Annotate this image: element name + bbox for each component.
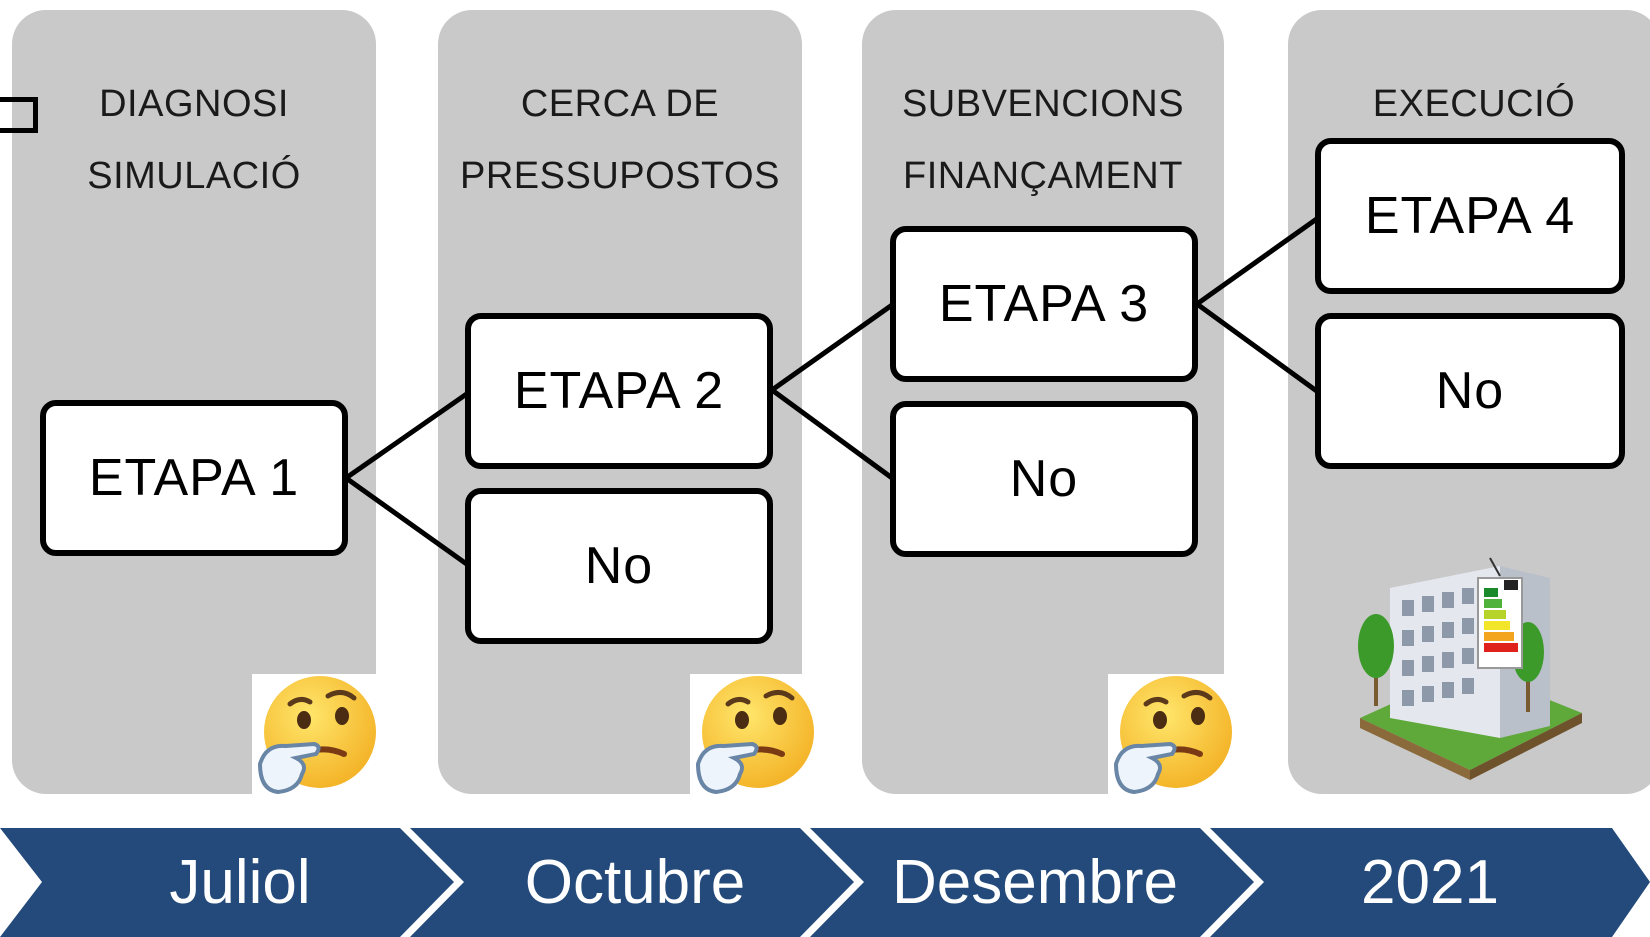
stage-box-etapa-4: ETAPA 4: [1315, 138, 1625, 294]
connector-1-no: [344, 475, 470, 568]
column-title-diagnosi: DIAGNOSI SIMULACIÓ: [87, 83, 301, 197]
thinking-face-icon: [1108, 674, 1236, 796]
energy-efficient-building-icon: [1350, 548, 1590, 788]
thinking-face-icon: [690, 674, 818, 796]
left-edge-connector: [0, 97, 38, 133]
connector-3-no: [1195, 301, 1320, 395]
connector-3-4: [1195, 215, 1320, 307]
column-title-execucio: EXECUCIÓ: [1372, 83, 1576, 125]
timeline-label-desembre: Desembre: [892, 848, 1178, 917]
stage-box-etapa-3: ETAPA 3: [890, 226, 1198, 382]
timeline-chevron-octubre: [410, 828, 854, 937]
stage-box-etapa-2: ETAPA 2: [465, 313, 773, 469]
connector-1-2: [344, 390, 470, 481]
column-title-subvencions: SUBVENCIONS FINANÇAMENT: [901, 83, 1185, 197]
column-title-pressupostos: CERCA DE PRESSUPOSTOS: [460, 83, 780, 197]
stage-box-no-4: No: [1315, 313, 1625, 469]
connector-2-3: [770, 302, 894, 393]
timeline-label-juliol: Juliol: [169, 848, 311, 917]
timeline-bar: [0, 828, 1650, 937]
timeline-label-2021: 2021: [1361, 848, 1499, 917]
stage-box-no-3: No: [890, 401, 1198, 557]
timeline-chevron-2021: [1210, 828, 1650, 937]
stage-box-no-2: No: [465, 488, 773, 644]
timeline-chevron-juliol: [0, 828, 454, 937]
thinking-face-icon: [252, 674, 380, 796]
stage-box-etapa-1: ETAPA 1: [40, 400, 348, 556]
timeline-label-octubre: Octubre: [524, 848, 746, 917]
connector-2-no: [770, 387, 894, 481]
timeline-chevron-desembre: [810, 828, 1254, 937]
